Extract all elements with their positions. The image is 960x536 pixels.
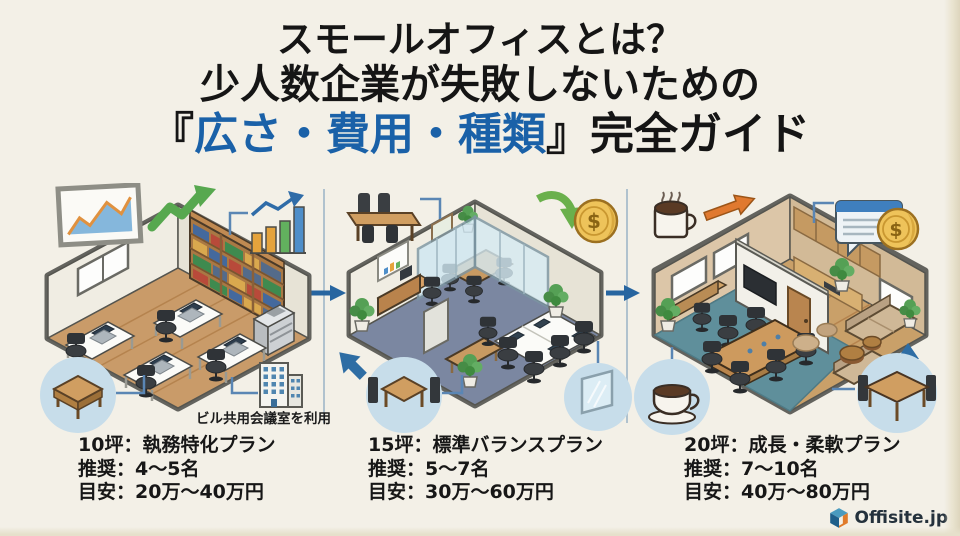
office-illustration-15tsubo: $ bbox=[339, 191, 632, 433]
title-rest: 完全ガイド bbox=[590, 108, 810, 160]
title-line-1: スモールオフィスとは？ bbox=[276, 18, 684, 61]
dollar-sign: $ bbox=[889, 219, 902, 241]
coffee-mug-icon bbox=[653, 191, 697, 239]
partition-desk bbox=[423, 297, 505, 373]
flow-arrow-icon bbox=[310, 285, 346, 301]
title-bracket-close: 』 bbox=[546, 108, 590, 160]
flow-arrow-icon bbox=[606, 285, 640, 301]
title-bracket-open: 『 bbox=[150, 108, 194, 160]
dollar-coin-icon: $ bbox=[876, 207, 920, 251]
tv-screen bbox=[743, 263, 777, 307]
line-chart-frame-icon bbox=[55, 183, 144, 248]
plan-size-line: 10坪：執務特化プラン bbox=[78, 434, 276, 456]
office-illustration-10tsubo bbox=[40, 183, 312, 433]
bar-chart-icon bbox=[250, 191, 306, 254]
connector-line bbox=[442, 375, 464, 395]
wall-chart bbox=[377, 239, 409, 283]
connector-line bbox=[420, 197, 442, 219]
connector-line bbox=[230, 377, 258, 395]
shared-meeting-room-note: ビル共用会議室を利用 bbox=[196, 411, 331, 427]
connector-line bbox=[116, 375, 146, 395]
plan-budget-line: 目安：20万〜40万円 bbox=[78, 481, 264, 503]
meeting-table bbox=[701, 306, 818, 395]
growth-arrow-icon bbox=[147, 185, 216, 232]
connector-line bbox=[228, 211, 248, 235]
office-illustration-20tsubo: $ bbox=[634, 191, 937, 435]
title-block: スモールオフィスとは？ 少人数企業が失敗しないための 『広さ・費用・種類』完全ガ… bbox=[0, 18, 960, 161]
office-illustrations: $ bbox=[40, 183, 937, 435]
plan-summary-20tsubo: 20坪：成長・柔軟プラン 推奨：7〜10名 目安：40万〜80万円 bbox=[684, 434, 900, 505]
plan-summary-10tsubo: 10坪：執務特化プラン 推奨：4〜5名 目安：20万〜40万円 bbox=[78, 434, 275, 505]
glass-meeting-room bbox=[416, 205, 550, 310]
brand-cube-icon bbox=[829, 508, 848, 528]
plan-staff-line: 推奨：4〜5名 bbox=[78, 457, 200, 480]
brand-logo: Offisite.jp bbox=[828, 507, 948, 529]
growth-orange-arrow-icon bbox=[703, 194, 756, 222]
plan-budget-line: 目安：40万〜80万円 bbox=[684, 481, 870, 503]
bookshelf bbox=[189, 208, 285, 332]
shared-table-icon bbox=[40, 357, 116, 433]
plan-budget-line: 目安：30万〜60万円 bbox=[368, 481, 554, 503]
meeting-table-circle-icon bbox=[366, 357, 442, 433]
title-line-3: 『広さ・費用・種類』完全ガイド bbox=[0, 109, 960, 161]
desk-cluster bbox=[493, 310, 597, 385]
plan-summary-15tsubo: 15坪：標準バランスプラン 推奨：5〜7名 目安：30万〜60万円 bbox=[368, 434, 603, 505]
office-building-icon bbox=[259, 362, 303, 408]
upgrade-arrow-icon bbox=[339, 352, 367, 380]
office-window bbox=[670, 254, 708, 304]
reception-desk bbox=[376, 265, 442, 317]
dollar-coin-icon: $ bbox=[573, 198, 619, 244]
plan-staff-line: 推奨：5〜7名 bbox=[368, 457, 490, 480]
plan-size-line: 15坪：標準バランスプラン bbox=[368, 434, 604, 456]
meeting-table-icon bbox=[346, 193, 422, 243]
dollar-sign: $ bbox=[587, 209, 601, 233]
plan-size-line: 20坪：成長・柔軟プラン bbox=[684, 434, 901, 456]
plan-staff-line: 推奨：7〜10名 bbox=[684, 457, 819, 480]
connector-line bbox=[812, 201, 834, 223]
coffee-cup-icon bbox=[634, 359, 710, 435]
title-highlight: 広さ・費用・種類 bbox=[194, 108, 546, 160]
glass-partition-icon bbox=[564, 363, 632, 431]
brand-logo-text: Offisite.jp bbox=[854, 508, 948, 528]
title-line-2: 少人数企業が失敗しないための bbox=[200, 61, 760, 108]
paper-edge-bottom bbox=[0, 527, 960, 536]
flex-table-icon bbox=[857, 353, 937, 433]
